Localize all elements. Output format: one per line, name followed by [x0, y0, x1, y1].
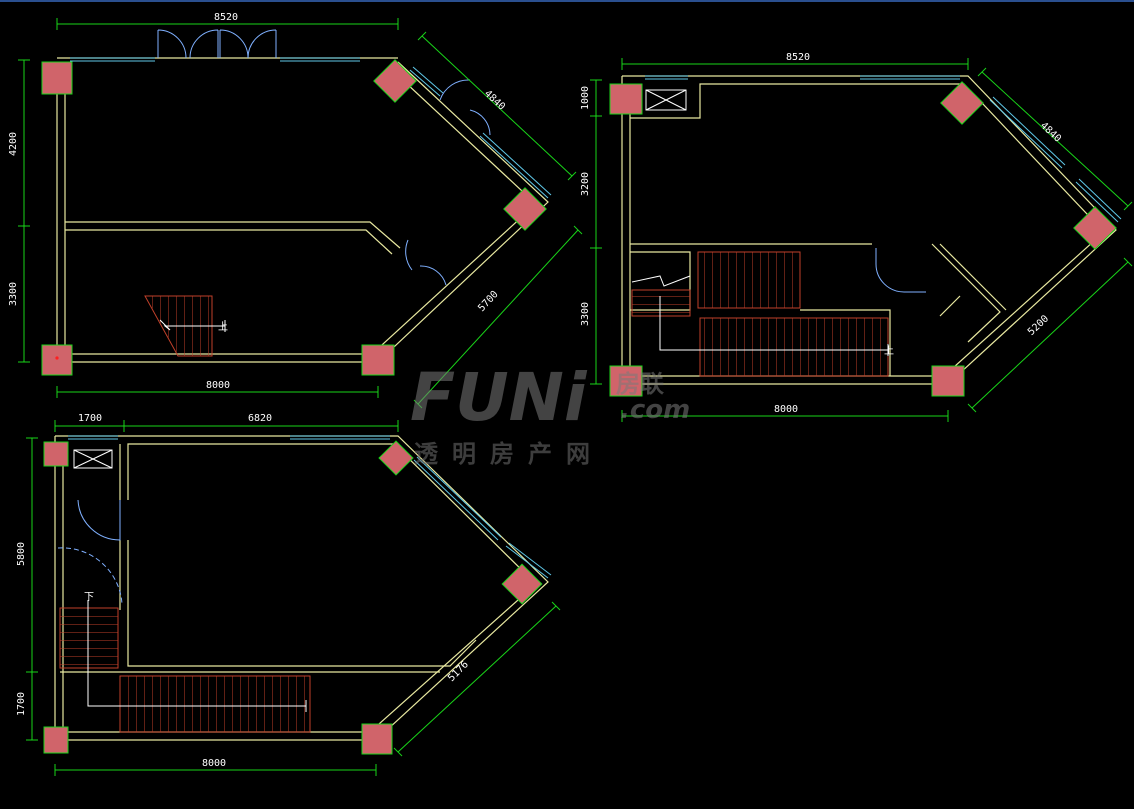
plan-1-dim-diag-lower: 5700 [476, 289, 500, 314]
column [361, 344, 395, 376]
watermark: FUNi 房联 .com 透明房产网 [410, 359, 690, 468]
plan-1-dim-diag-upper: 4840 [482, 88, 507, 112]
plan-3-windows [68, 435, 552, 579]
plan-3-dim-diag: 5176 [446, 659, 471, 684]
plan-1-doors [157, 29, 491, 286]
plan-1-windows [70, 57, 552, 199]
plan-1-dim-left-upper: 4200 [8, 132, 19, 156]
plan-3-shaft [73, 449, 113, 469]
plan-1-stair-label: 上 [218, 321, 228, 333]
plan-3-dim-top-left: 1700 [78, 413, 102, 424]
plan-3-stair-label: 下 [84, 592, 94, 603]
origin-point [55, 356, 59, 360]
plan-2-columns [609, 81, 1117, 397]
column [609, 83, 643, 115]
column [501, 563, 543, 605]
plan-3-stairs: 下 [59, 592, 311, 733]
column [41, 61, 73, 95]
column [931, 365, 965, 397]
watermark-subtitle: 透明房产网 [414, 440, 604, 468]
plan-3-dim-bottom: 8000 [202, 758, 226, 769]
plan-3-dim-left-upper: 5800 [16, 542, 27, 566]
column [43, 441, 69, 467]
watermark-cn: 房联 [616, 370, 664, 398]
plan-3-columns [43, 440, 543, 755]
plan-2-stairs: 上 [631, 251, 894, 377]
plan-3-dim-left-lower: 1700 [16, 692, 27, 716]
plan-1: 上 8520 4840 4200 3300 5700 8000 [8, 12, 583, 409]
plan-2-dim-left-1: 1000 [580, 86, 591, 110]
plan-2-stair-label: 上 [884, 345, 894, 357]
plan-2-dim-diag-upper: 4840 [1038, 120, 1063, 144]
watermark-domain: .com [620, 395, 690, 425]
plan-1-walls [56, 57, 549, 363]
plan-1-dim-bottom: 8000 [206, 380, 230, 391]
plan-1-stairs: 上 [144, 295, 228, 357]
plan-2-shaft [645, 89, 687, 111]
plan-3-doors [57, 499, 123, 605]
plan-1-columns [41, 59, 547, 376]
plan-1-dimensions [18, 18, 583, 409]
plan-3-dimensions [26, 420, 561, 776]
plan-1-dim-left-lower: 3300 [8, 282, 19, 306]
plan-2-dim-left-2: 3200 [580, 172, 591, 196]
column [940, 81, 984, 125]
plan-2-dim-diag-lower: 5200 [1026, 313, 1051, 337]
plan-2-dimensions [590, 58, 1133, 422]
top-border-line [0, 0, 1134, 2]
column [1073, 206, 1117, 250]
plan-3-dim-top-right: 6820 [248, 413, 272, 424]
column [378, 440, 414, 476]
watermark-brand: FUNi [410, 359, 588, 436]
column [503, 187, 547, 231]
plan-2-windows [645, 75, 1122, 223]
plan-2-dim-top: 8520 [786, 52, 810, 63]
plan-1-dim-top: 8520 [214, 12, 238, 23]
column [41, 344, 73, 376]
column [609, 365, 643, 397]
column [373, 59, 417, 103]
plan-3: 下 1700 6820 5800 1700 5176 8000 [16, 413, 561, 776]
plan-2: 上 8520 4840 1000 3 [580, 52, 1133, 422]
plan-2-dim-left-3: 3300 [580, 302, 591, 326]
column [361, 723, 393, 755]
column [43, 726, 69, 754]
plan-2-doors [875, 248, 926, 293]
plan-2-dim-bottom: 8000 [774, 404, 798, 415]
